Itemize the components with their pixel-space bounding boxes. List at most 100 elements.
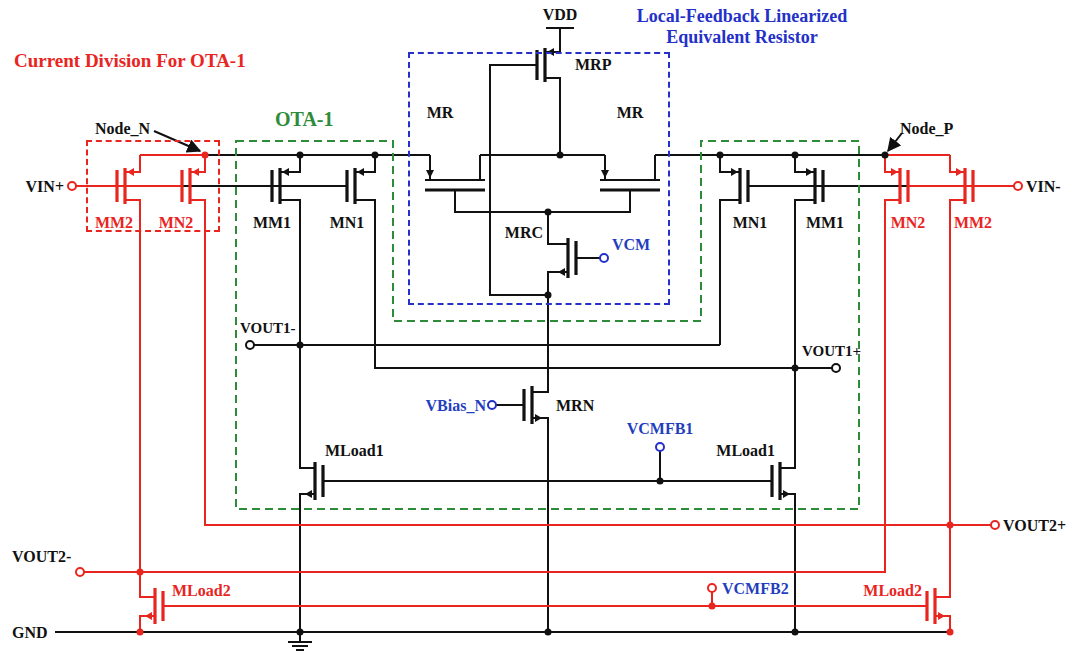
transistor-label: MN1: [733, 214, 768, 232]
black-wire: [576, 257, 600, 259]
ground-label: GND: [12, 624, 48, 642]
transistor-arrow: [282, 168, 289, 176]
transistor-label: MM2: [954, 214, 992, 232]
pin-label: VOUT2-: [12, 548, 71, 566]
transistor-label: MR: [617, 104, 644, 121]
node-label: Node_N: [95, 120, 150, 138]
pin-label: VCMFB1: [627, 420, 694, 438]
terminal-pin: [1014, 182, 1022, 190]
transistor-symbol: [524, 386, 532, 424]
junction-dot: [717, 152, 724, 159]
pin-label: VCMFB1: [627, 420, 694, 437]
transistor-symbol: [117, 168, 190, 204]
black-wire: [888, 133, 902, 151]
region-heading: Current Division For OTA-1: [14, 50, 246, 72]
pin-label: VBias_N: [426, 397, 486, 414]
pin-label: VCMFB2: [722, 580, 789, 598]
pin-label: VCM: [612, 236, 650, 254]
transistor-arrow: [192, 168, 199, 176]
junction-dot: [947, 522, 954, 529]
transistor-symbol: [272, 168, 355, 204]
transistor-label: MM1: [253, 214, 291, 232]
pin-label: VOUT2+: [1003, 517, 1066, 534]
transistor-label: MRN: [556, 397, 594, 414]
black-wire: [720, 155, 740, 345]
transistor-symbol: [272, 48, 823, 500]
red-wire: [140, 616, 950, 632]
pin-label: VIN+: [26, 178, 64, 196]
transistor-label: MRP: [575, 56, 611, 73]
black-wire: [455, 190, 630, 212]
junction-dot: [709, 603, 716, 610]
transistor-arrow: [145, 612, 152, 620]
transistor-label: MM2: [95, 214, 133, 232]
junction-dot: [137, 569, 144, 576]
node-label: Node_N: [95, 120, 150, 137]
transistor-arrow: [127, 168, 134, 176]
junction-dot: [297, 629, 304, 636]
terminal-pin: [246, 341, 254, 349]
red-wire: [190, 155, 991, 525]
pin-label: VCMFB2: [722, 580, 789, 597]
transistor-label: MM1: [806, 214, 844, 231]
transistor-label: MLoad1: [716, 442, 775, 460]
transistor-label: MN2: [159, 214, 194, 231]
pin-label: VIN-: [1026, 178, 1061, 196]
black-wire: [780, 155, 815, 468]
transistor-arrow: [891, 168, 898, 176]
junction-dot: [792, 365, 799, 372]
pin-label: VOUT1+: [802, 342, 861, 360]
transistor-label: MN1: [330, 214, 365, 231]
junction-dot: [137, 629, 144, 636]
transistor-label: MM2: [954, 214, 992, 231]
transistor-label: MR: [427, 104, 454, 121]
transistor-label: MM1: [253, 214, 291, 231]
pin-label: VIN+: [26, 178, 64, 195]
junction-dot: [792, 629, 799, 636]
region-heading: Local-Feedback Linearized Equivalent Res…: [597, 6, 887, 47]
transistor-label: MN2: [159, 214, 194, 232]
transistor-arrow: [601, 170, 609, 178]
transistor-label: MLoad1: [325, 442, 384, 460]
transistor-arrow: [426, 170, 434, 178]
junction-dot: [792, 152, 799, 159]
pin-label: VOUT1-: [240, 320, 296, 336]
black-wire: [548, 212, 568, 295]
node-label: Node_P: [900, 120, 953, 137]
transistor-label: MLoad2: [863, 582, 922, 599]
black-wire: [430, 155, 655, 180]
black-wire: [490, 65, 548, 295]
junction-dot: [372, 152, 379, 159]
transistor-arrow: [938, 612, 945, 620]
supply-label: VDD: [543, 6, 578, 23]
black-wire: [355, 155, 832, 368]
transistor-symbol: [155, 588, 935, 624]
transistor-symbol: [117, 168, 973, 624]
black-wire: [280, 155, 315, 468]
black-wire: [659, 451, 661, 481]
junction-dot: [947, 629, 954, 636]
region-outline: [236, 141, 859, 509]
transistor-arrow: [558, 268, 565, 276]
transistor-label: MN1: [330, 214, 365, 232]
transistor-symbol: [315, 462, 780, 500]
black-wire: [425, 179, 660, 181]
transistor-label: MN1: [733, 214, 768, 231]
red-wire: [140, 154, 205, 156]
node-label: Node_P: [900, 120, 953, 138]
red-wire: [76, 155, 1014, 632]
transistor-arrow: [956, 168, 963, 176]
transistor-label: MM2: [95, 214, 133, 231]
black-wire: [182, 185, 347, 187]
black-wire: [254, 344, 720, 346]
transistor-label: MLoad1: [325, 442, 384, 459]
junction-dot: [297, 152, 304, 159]
black-wire: [655, 154, 885, 156]
junction-dot: [297, 152, 889, 636]
transistor-label: MRP: [575, 56, 611, 74]
transistor-label: MLoad2: [863, 582, 922, 600]
pin-label: VOUT2-: [12, 548, 71, 565]
